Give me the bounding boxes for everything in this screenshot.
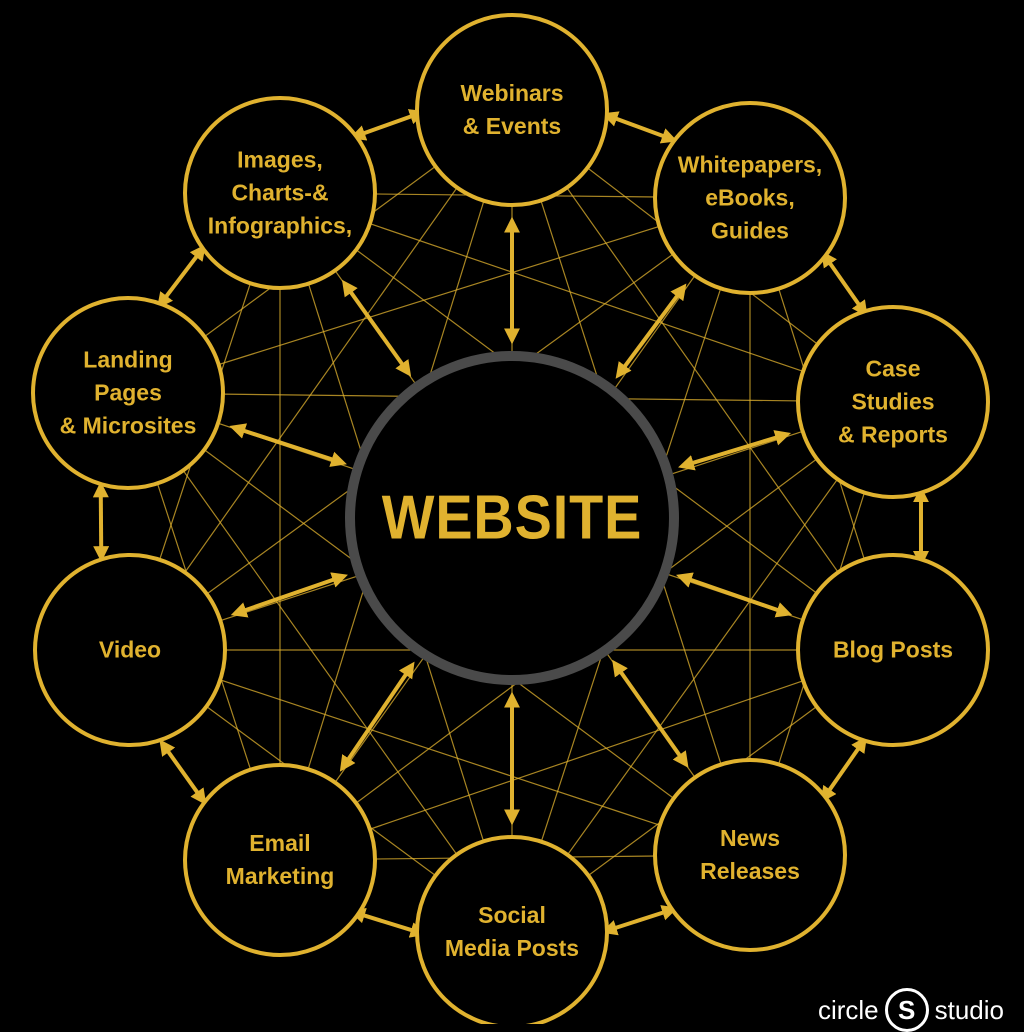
connection-line [279,192,894,403]
node-circle [31,296,225,490]
center-ring [345,351,679,685]
double-arrow [601,111,678,144]
center-label: WEBSITE [381,483,643,553]
node-circles-layer [31,13,990,1024]
node-label: Email Marketing [225,830,335,889]
node-label: News Releases [700,825,800,884]
node-label: Images, Charts-& Infographics, [207,146,353,239]
node-circle [653,101,847,295]
double-arrow [349,109,426,141]
brand-logo: circle S studio [818,988,1004,1032]
double-arrow [349,907,427,938]
double-arrow [339,661,415,772]
brand-word-1: circle [817,994,879,1025]
double-arrow [159,739,207,805]
node-label: Social Media Posts [444,902,580,961]
brand-word-2: studio [934,994,1004,1025]
double-arrow [229,423,347,467]
node-circle [183,96,377,290]
node-label: Blog Posts [832,636,954,663]
connection-line [127,392,513,933]
node-circle [796,553,990,747]
connection-line [129,649,751,856]
node-label: Video [98,636,162,663]
node-circle [653,758,847,952]
double-arrow [821,250,868,317]
double-arrow [678,430,792,471]
node-circle [415,13,609,207]
connection-line [279,649,894,861]
double-arrow [92,481,110,563]
connection-line [511,401,894,933]
node-label: Whitepapers, eBooks, Guides [677,151,823,244]
connection-line [511,109,894,651]
node-circle [33,553,227,747]
brand-mark: S [884,988,929,1032]
double-arrow [341,279,412,377]
double-arrow [615,283,687,379]
double-arrow [156,244,206,309]
connection-line [129,109,513,651]
node-circle [796,305,990,499]
double-arrow [676,572,793,618]
double-arrow [612,659,689,768]
connection-line [127,197,751,394]
arrows-layer [92,109,929,938]
node-label: Case Studies & Reports [838,355,948,448]
node-circle [415,835,609,1024]
double-arrow [601,905,678,936]
double-arrow [230,572,348,618]
node-circle [183,763,377,957]
node-label: Landing Pages & Microsites [59,346,197,439]
double-arrow [820,736,867,803]
node-label: Webinars & Events [460,80,564,139]
